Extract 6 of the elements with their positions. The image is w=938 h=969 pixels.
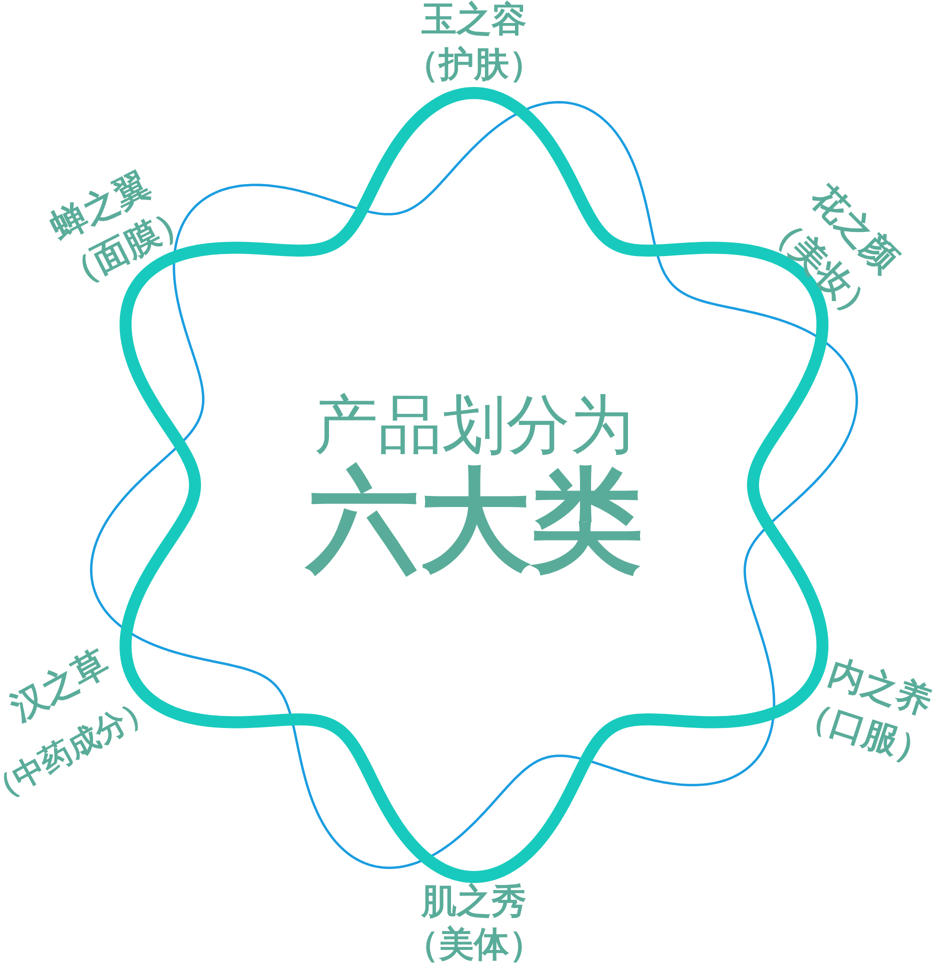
title-text: 六大类: [307, 463, 643, 581]
category-label: （护肤）: [404, 46, 544, 84]
category-label: 肌之秀: [422, 882, 526, 922]
heading-text: 产品划分为: [314, 392, 634, 460]
category-label: 玉之容: [422, 0, 526, 40]
category-label: （美体）: [404, 926, 544, 964]
